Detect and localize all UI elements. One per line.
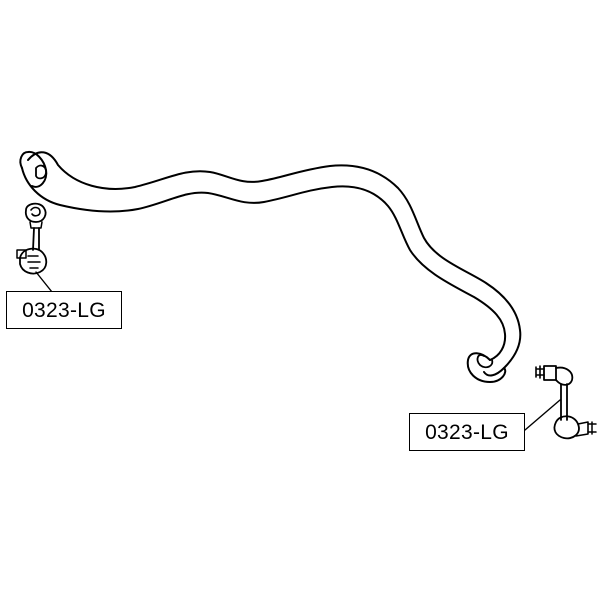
right-leader-line bbox=[524, 399, 561, 431]
left-stabilizer-link bbox=[16, 202, 48, 275]
left-leader-line bbox=[35, 271, 53, 293]
right-link-part-label: 0323-LG bbox=[409, 413, 525, 451]
stabilizer-bar bbox=[19, 150, 522, 383]
left-link-part-label: 0323-LG bbox=[6, 291, 122, 329]
right-stabilizer-link bbox=[535, 365, 597, 440]
